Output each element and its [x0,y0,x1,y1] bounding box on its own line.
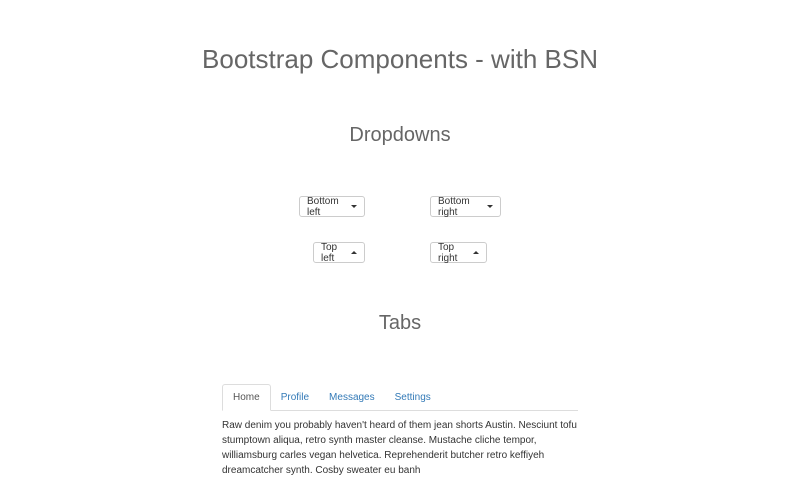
tab-messages[interactable]: Messages [329,391,375,403]
bottom-left-dropdown-button[interactable]: Bottom left [299,195,365,218]
tab-bar: Home Profile Messages Settings [222,384,578,411]
tab-settings[interactable]: Settings [394,391,431,403]
caret-up-icon [351,251,357,254]
caret-down-icon [487,205,493,208]
tab-profile[interactable]: Profile [280,391,310,403]
bottom-right-dropdown-button[interactable]: Bottom right [430,195,501,218]
page-title: Bootstrap Components - with BSN [202,44,598,74]
caret-down-icon [351,205,357,208]
button-label: Top left [321,241,338,264]
top-left-dropdown-button[interactable]: Top left [313,241,365,264]
tab-home[interactable]: Home [222,384,271,411]
tab-content: Raw denim you probably haven't heard of … [222,420,577,476]
caret-up-icon [473,251,479,254]
button-label: Bottom right [438,195,470,218]
dropdowns-heading: Dropdowns [349,124,451,146]
tabs-heading: Tabs [378,312,422,334]
button-label: Bottom left [307,195,339,218]
button-label: Top right [438,241,458,264]
top-right-dropdown-button[interactable]: Top right [430,241,487,264]
